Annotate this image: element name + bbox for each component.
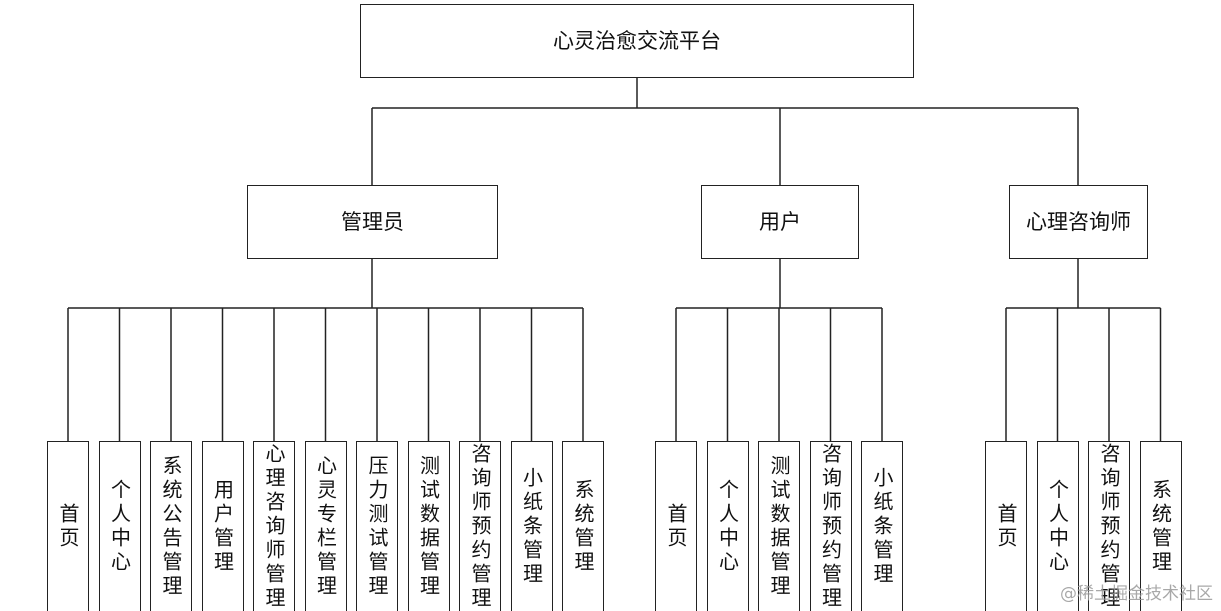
module-node: 系统公告管理 bbox=[150, 441, 192, 611]
module-label: 首页 bbox=[664, 502, 688, 551]
module-node: 首页 bbox=[47, 441, 89, 611]
module-label: 咨询师预约管理 bbox=[818, 442, 843, 611]
watermark: @稀土掘金技术社区 bbox=[1060, 584, 1213, 604]
role-node-label: 心理咨询师 bbox=[1026, 209, 1131, 234]
role-node-counselor: 心理咨询师 bbox=[1009, 185, 1148, 259]
module-label: 心理咨询师管理 bbox=[262, 442, 286, 611]
module-label: 心灵专栏管理 bbox=[313, 454, 338, 599]
module-label: 测试数据管理 bbox=[767, 454, 791, 599]
module-label: 小纸条管理 bbox=[519, 466, 544, 587]
module-node: 个人中心 bbox=[1036, 441, 1079, 611]
role-node-user: 用户 bbox=[701, 185, 859, 259]
module-node: 心灵专栏管理 bbox=[304, 441, 347, 611]
module-node: 用户管理 bbox=[201, 441, 244, 611]
module-node: 首页 bbox=[655, 441, 697, 611]
module-label: 系统管理 bbox=[1148, 478, 1173, 575]
module-label: 系统管理 bbox=[571, 478, 595, 575]
root-node: 心灵治愈交流平台 bbox=[360, 4, 914, 78]
role-node-label: 用户 bbox=[759, 209, 801, 234]
module-node: 测试数据管理 bbox=[758, 441, 800, 611]
root-node-label: 心灵治愈交流平台 bbox=[553, 28, 721, 53]
module-node: 小纸条管理 bbox=[861, 441, 903, 611]
module-node: 个人中心 bbox=[98, 441, 141, 611]
module-node: 系统管理 bbox=[1139, 441, 1182, 611]
module-node: 小纸条管理 bbox=[510, 441, 553, 611]
role-node-admin: 管理员 bbox=[247, 185, 498, 259]
module-node: 系统管理 bbox=[562, 441, 604, 611]
module-node: 咨询师预约管理 bbox=[1088, 441, 1130, 611]
module-node: 测试数据管理 bbox=[407, 441, 450, 611]
module-label: 首页 bbox=[994, 502, 1018, 551]
module-node: 咨询师预约管理 bbox=[459, 441, 501, 611]
module-node: 压力测试管理 bbox=[356, 441, 398, 611]
module-label: 压力测试管理 bbox=[365, 454, 389, 599]
module-label: 小纸条管理 bbox=[870, 466, 894, 587]
module-node: 咨询师预约管理 bbox=[809, 441, 852, 611]
module-label: 个人中心 bbox=[1045, 478, 1070, 575]
module-label: 首页 bbox=[56, 502, 80, 551]
module-node: 首页 bbox=[985, 441, 1027, 611]
module-node: 心理咨询师管理 bbox=[253, 441, 295, 611]
module-node: 个人中心 bbox=[706, 441, 749, 611]
module-label: 测试数据管理 bbox=[416, 454, 441, 599]
module-label: 用户管理 bbox=[210, 478, 235, 575]
module-label: 系统公告管理 bbox=[159, 454, 183, 599]
role-node-label: 管理员 bbox=[341, 209, 404, 234]
module-label: 个人中心 bbox=[715, 478, 740, 575]
module-label: 咨询师预约管理 bbox=[1097, 442, 1121, 611]
module-label: 个人中心 bbox=[107, 478, 132, 575]
module-label: 咨询师预约管理 bbox=[468, 442, 492, 611]
